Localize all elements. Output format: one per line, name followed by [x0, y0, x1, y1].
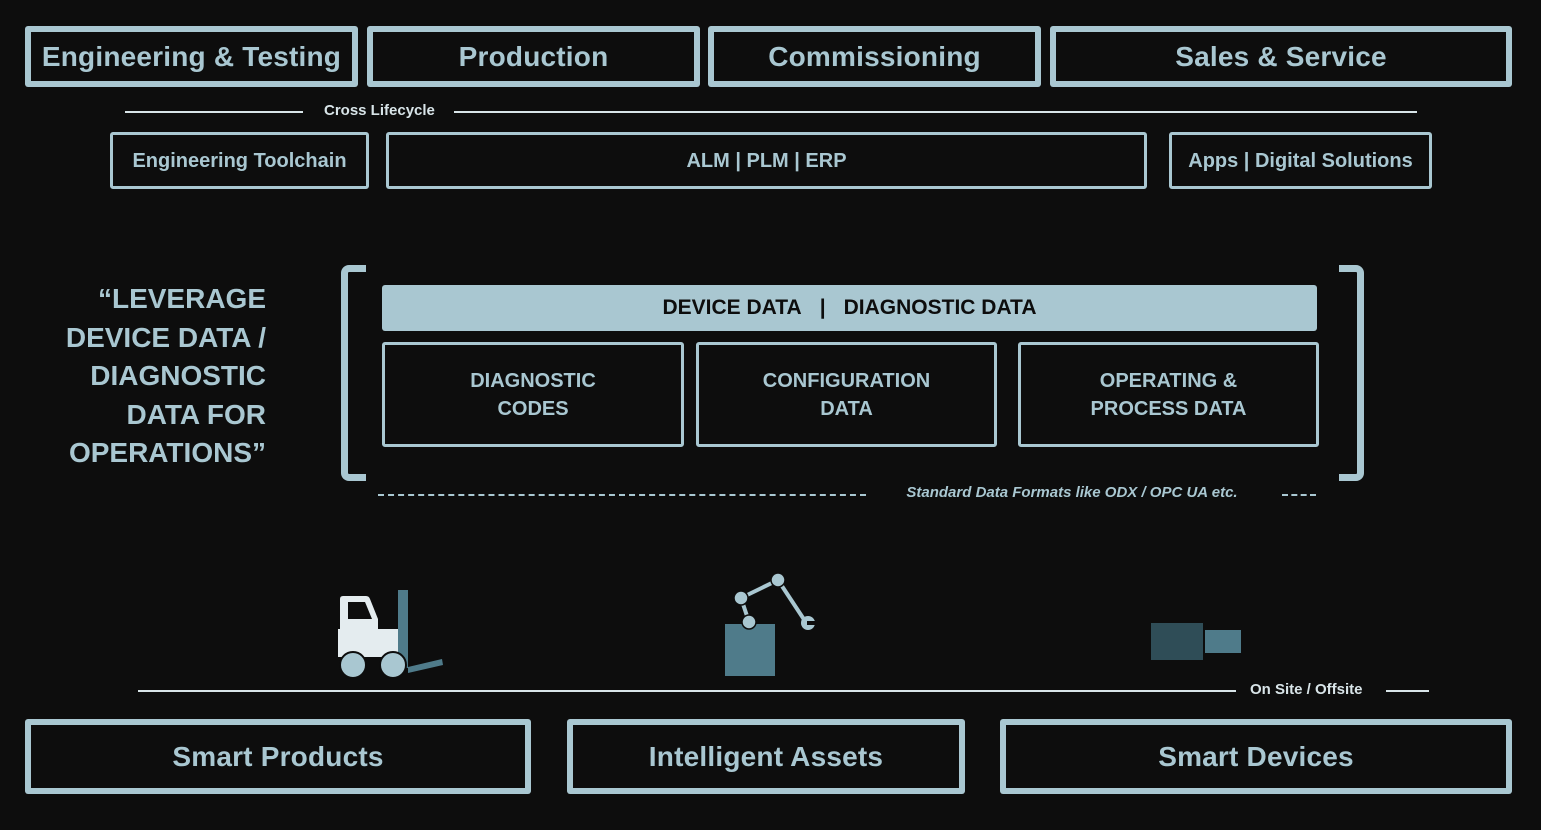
cross-lifecycle-line-right [454, 111, 1417, 113]
alm-plm-erp-box: ALM | PLM | ERP [386, 132, 1147, 189]
engineering-toolchain-box: Engineering Toolchain [110, 132, 369, 189]
onsite-line-left [138, 690, 1236, 692]
smart-devices-label: Smart Devices [1006, 725, 1506, 788]
lifecycle-sales-box: Sales & Service [1050, 26, 1512, 87]
device-icon [1151, 623, 1241, 660]
configuration-data-box: CONFIGURATION DATA [696, 342, 997, 447]
lifecycle-production-box: Production [367, 26, 700, 87]
lifecycle-production-label: Production [373, 32, 694, 81]
leverage-quote: “LEVERAGE DEVICE DATA / DIAGNOSTIC DATA … [65, 283, 266, 468]
device-diagnostic-banner: DEVICE DATA | DIAGNOSTIC DATA [382, 285, 1317, 331]
formats-dashed-line-right [1282, 494, 1316, 496]
lifecycle-commissioning-label: Commissioning [714, 32, 1035, 81]
smart-devices-box: Smart Devices [1000, 719, 1512, 794]
banner-separator: | [819, 296, 826, 319]
lifecycle-engineering-label: Engineering & Testing [31, 32, 352, 81]
apps-digital-solutions-box: Apps | Digital Solutions [1169, 132, 1432, 189]
cross-lifecycle-line-left [125, 111, 303, 113]
lifecycle-commissioning-box: Commissioning [708, 26, 1041, 87]
intelligent-assets-label: Intelligent Assets [573, 725, 959, 788]
left-bracket [341, 265, 366, 481]
device-data-label: DEVICE DATA [662, 296, 802, 319]
smart-products-label: Smart Products [31, 725, 525, 788]
smart-products-box: Smart Products [25, 719, 531, 794]
intelligent-assets-box: Intelligent Assets [567, 719, 965, 794]
diagnostic-codes-box: DIAGNOSTIC CODES [382, 342, 684, 447]
onsite-line-right [1386, 690, 1429, 692]
standard-formats-label: Standard Data Formats like ODX / OPC UA … [906, 484, 1238, 501]
right-bracket [1339, 265, 1364, 481]
onsite-offsite-label: On Site / Offsite [1250, 681, 1363, 698]
formats-dashed-line-left [378, 494, 866, 496]
cross-lifecycle-label: Cross Lifecycle [324, 102, 435, 119]
lifecycle-sales-label: Sales & Service [1056, 32, 1506, 81]
diagnostic-data-label: DIAGNOSTIC DATA [843, 296, 1037, 319]
robot-arm-icon [725, 572, 816, 676]
forklift-icon [338, 590, 443, 679]
lifecycle-engineering-box: Engineering & Testing [25, 26, 358, 87]
operating-process-data-box: OPERATING & PROCESS DATA [1018, 342, 1319, 447]
